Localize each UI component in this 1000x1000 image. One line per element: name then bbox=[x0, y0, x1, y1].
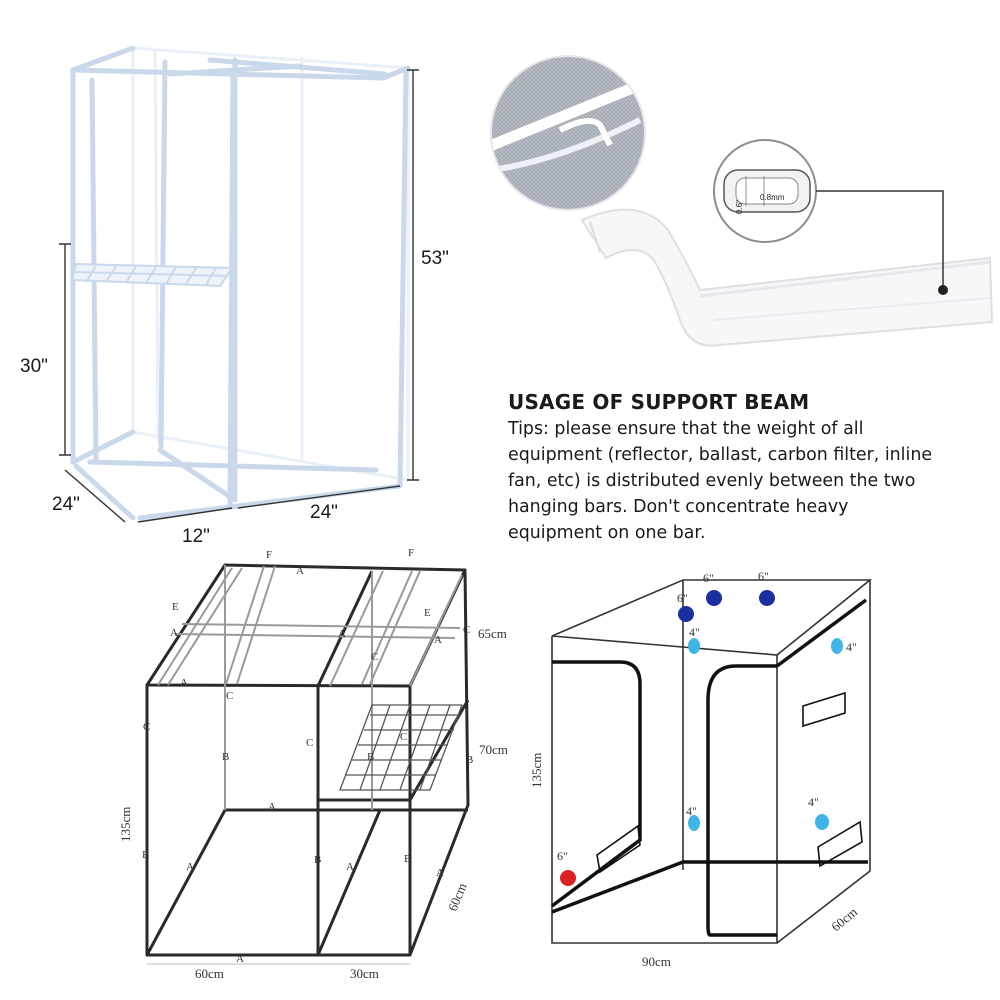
port-4in-side-top bbox=[831, 638, 843, 654]
frame-dim-width-right: 30cm bbox=[350, 966, 379, 981]
tent-dim-height: 135cm bbox=[529, 753, 544, 788]
tent-vent-ports: 6" 6" 6" 4" 4" 4" 4" 6" bbox=[557, 569, 857, 886]
frame-dim-upper: 65cm bbox=[478, 626, 507, 641]
frame-dimension-labels: 65cm 70cm 135cm 60cm 60cm 30cm bbox=[118, 626, 508, 981]
frame-dim-lower: 70cm bbox=[479, 742, 508, 757]
usage-tips: Tips: please ensure that the weight of a… bbox=[508, 419, 933, 543]
svg-text:B: B bbox=[142, 849, 149, 861]
port-6in-bottom bbox=[560, 870, 576, 886]
svg-text:A: A bbox=[236, 953, 244, 965]
svg-text:A: A bbox=[346, 861, 354, 873]
svg-text:A: A bbox=[170, 627, 178, 639]
svg-text:4": 4" bbox=[689, 625, 700, 639]
frame-dim-depth: 60cm bbox=[445, 881, 470, 913]
svg-text:6": 6" bbox=[557, 849, 568, 863]
top-frame-shelf bbox=[70, 262, 234, 288]
svg-text:E: E bbox=[424, 607, 431, 619]
svg-text:B: B bbox=[222, 751, 229, 763]
port-4in-side-bottom bbox=[815, 814, 829, 830]
support-beam-usage-note: USAGE OF SUPPORT BEAM Tips: please ensur… bbox=[508, 390, 948, 546]
dim-height-full: 53" bbox=[421, 248, 449, 269]
svg-text:A: A bbox=[296, 565, 304, 577]
svg-text:A: A bbox=[268, 801, 276, 813]
svg-text:C: C bbox=[306, 737, 313, 749]
svg-text:4": 4" bbox=[686, 804, 697, 818]
svg-text:F: F bbox=[266, 549, 272, 561]
svg-text:6": 6" bbox=[758, 569, 769, 583]
port-6in-top-left bbox=[678, 606, 694, 622]
beam-inner-thickness: 0.8mm bbox=[760, 193, 785, 202]
tent-dim-width: 90cm bbox=[642, 954, 671, 969]
dim-height-shelf: 30" bbox=[20, 356, 48, 377]
svg-text:B: B bbox=[404, 853, 411, 865]
frame-line-drawing bbox=[145, 563, 470, 957]
svg-text:B: B bbox=[466, 754, 473, 766]
svg-text:C: C bbox=[400, 731, 407, 743]
port-4in-front-top bbox=[688, 638, 700, 654]
frame-dim-width-left: 60cm bbox=[195, 966, 224, 981]
svg-text:A: A bbox=[186, 861, 194, 873]
dim-width-right: 24" bbox=[310, 502, 338, 523]
svg-text:C: C bbox=[143, 721, 150, 733]
svg-text:A: A bbox=[436, 867, 444, 879]
frame-part-letters: F F A E E A A A C C A C C C C B B B A B … bbox=[142, 547, 473, 965]
svg-text:B: B bbox=[314, 854, 321, 866]
port-6in-top-right bbox=[759, 590, 775, 606]
svg-text:E: E bbox=[172, 601, 179, 613]
tent-dim-depth: 60cm bbox=[828, 904, 860, 934]
usage-heading: USAGE OF SUPPORT BEAM bbox=[508, 390, 810, 414]
svg-text:4": 4" bbox=[846, 640, 857, 654]
support-beam-illustration bbox=[580, 208, 994, 347]
port-6in-top-mid bbox=[706, 590, 722, 606]
frame-dim-height: 135cm bbox=[118, 807, 133, 842]
tent-line-drawing bbox=[550, 579, 873, 944]
beam-fabric-closeup bbox=[490, 55, 646, 211]
svg-text:C: C bbox=[226, 690, 233, 702]
svg-text:A: A bbox=[338, 628, 346, 640]
port-4in-front-bottom bbox=[688, 815, 700, 831]
svg-text:A: A bbox=[434, 634, 442, 646]
svg-text:C: C bbox=[463, 624, 470, 636]
svg-text:F: F bbox=[408, 547, 414, 559]
svg-text:6": 6" bbox=[703, 571, 714, 585]
beam-cross-section-callout: 0.8mm 0.6" bbox=[713, 139, 948, 295]
svg-text:4": 4" bbox=[808, 795, 819, 809]
dim-width-left: 12" bbox=[182, 526, 210, 547]
beam-outer-thickness: 0.6" bbox=[735, 200, 744, 214]
svg-text:C: C bbox=[371, 651, 378, 663]
svg-text:6": 6" bbox=[677, 591, 688, 605]
top-frame-dimension-lines bbox=[59, 69, 419, 523]
svg-text:B: B bbox=[367, 751, 374, 763]
svg-text:A: A bbox=[180, 677, 188, 689]
dim-depth: 24" bbox=[52, 494, 80, 515]
